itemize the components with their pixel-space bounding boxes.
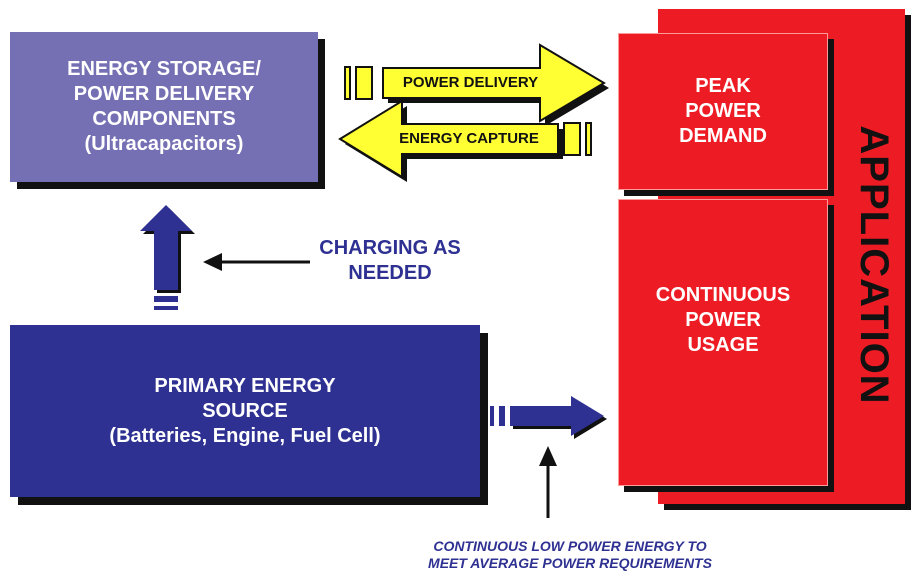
- energy-storage-box: [10, 32, 318, 182]
- charging-label: CHARGING AS NEEDED: [300, 236, 480, 286]
- continuous-power-arrow: [490, 396, 607, 439]
- continuous-line-1: CONTINUOUS: [655, 283, 791, 306]
- primary-line-1: PRIMARY ENERGY: [154, 374, 336, 397]
- primary-line-2: SOURCE: [202, 399, 288, 422]
- storage-line-2: POWER DELIVERY: [73, 83, 255, 105]
- continuous-caption: CONTINUOUS LOW POWER ENERGY TO MEET AVER…: [400, 538, 740, 572]
- primary-line-3: (Batteries, Engine, Fuel Cell): [109, 424, 381, 447]
- continuous-power-label: CONTINUOUS POWER USAGE: [618, 270, 828, 370]
- peak-line-3: DEMAND: [679, 125, 767, 147]
- energy-storage-label: ENERGY STORAGE/ POWER DELIVERY COMPONENT…: [10, 32, 318, 182]
- continuous-power-box: [618, 199, 828, 486]
- storage-line-4: (Ultracapacitors): [84, 133, 244, 155]
- peak-power-label: PEAK POWER DEMAND: [618, 33, 828, 190]
- caption-line-2: MEET AVERAGE POWER REQUIREMENTS: [428, 555, 712, 571]
- charging-up-arrow: [140, 205, 195, 310]
- charging-pointer-arrow: [203, 253, 310, 271]
- charging-line-1: CHARGING AS: [319, 237, 461, 259]
- energy-capture-label: ENERGY CAPTURE: [399, 130, 539, 147]
- continuous-line-3: USAGE: [687, 333, 759, 356]
- primary-energy-label: PRIMARY ENERGY SOURCE (Batteries, Engine…: [10, 325, 480, 497]
- primary-energy-box: [10, 325, 480, 497]
- peak-power-box: [618, 33, 828, 190]
- caption-line-1: CONTINUOUS LOW POWER ENERGY TO: [433, 538, 707, 554]
- storage-line-3: COMPONENTS: [92, 108, 236, 130]
- peak-line-2: POWER: [685, 100, 761, 122]
- power-delivery-arrow: [344, 43, 609, 126]
- continuous-line-2: POWER: [685, 308, 761, 331]
- caption-pointer-arrow: [539, 446, 557, 518]
- storage-line-1: ENERGY STORAGE/: [67, 58, 261, 80]
- power-delivery-label: POWER DELIVERY: [402, 74, 539, 91]
- energy-capture-arrow: [338, 99, 592, 182]
- peak-line-1: PEAK: [695, 75, 751, 97]
- charging-line-2: NEEDED: [348, 262, 432, 284]
